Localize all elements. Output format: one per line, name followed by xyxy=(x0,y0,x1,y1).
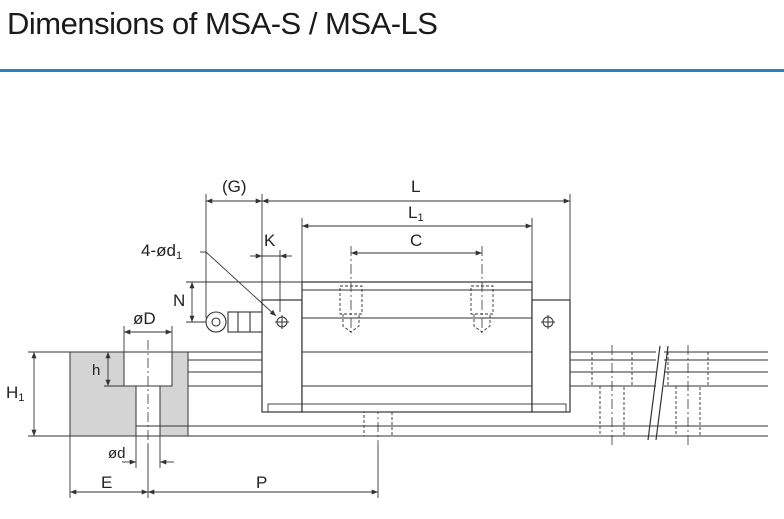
end-seal-holes xyxy=(275,315,555,329)
label-c: C xyxy=(410,231,422,250)
label-e: E xyxy=(101,473,112,492)
label-l: L xyxy=(411,177,420,196)
label-g: (G) xyxy=(222,177,247,196)
rail-cross-section xyxy=(69,340,189,445)
label-k: K xyxy=(264,231,276,250)
label-n: N xyxy=(173,291,185,310)
label-p: P xyxy=(256,473,267,492)
label-bolt-holes: 4-ød1 xyxy=(141,241,182,262)
label-dia-d-upper: øD xyxy=(133,309,156,328)
grease-nipple xyxy=(205,311,263,333)
page-title: Dimensions of MSA-S / MSA-LS xyxy=(7,6,438,41)
carriage-block xyxy=(261,281,571,413)
label-h: h xyxy=(92,362,100,379)
title-underline xyxy=(0,69,784,72)
label-h1: H1 xyxy=(6,383,24,404)
label-dia-d-lower: ød xyxy=(108,445,126,462)
label-l1: L1 xyxy=(408,203,424,224)
